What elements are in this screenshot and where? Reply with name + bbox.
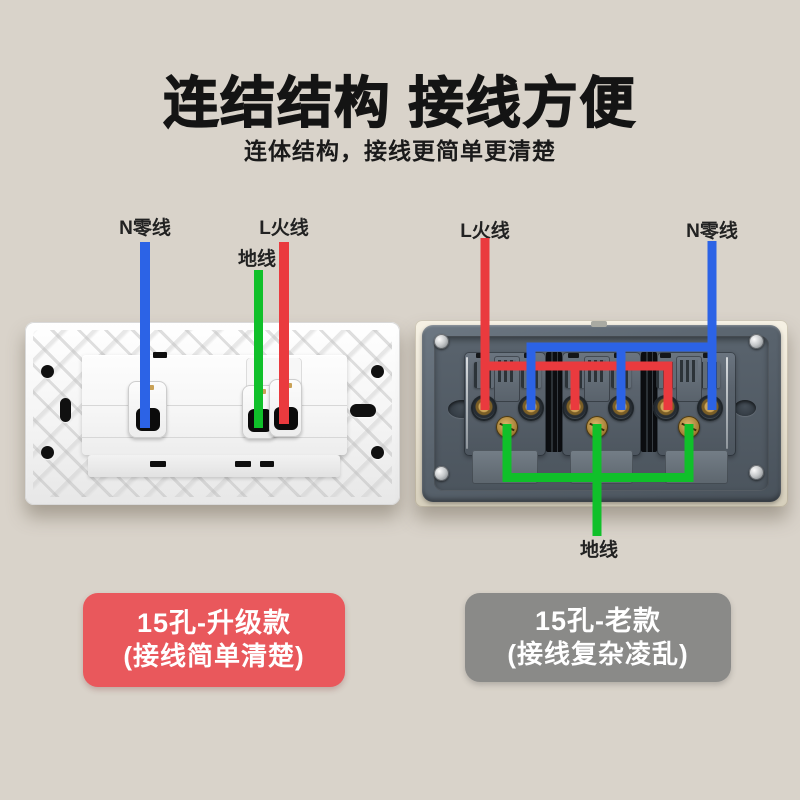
right-neutral-wire-label: N零线 <box>686 221 738 242</box>
terminal-block-foot <box>88 455 340 477</box>
neutral-terminal <box>697 395 723 421</box>
module-foot <box>570 450 633 484</box>
left-ground-wire-label: 地线 <box>237 249 277 270</box>
screw-hole <box>41 446 54 459</box>
neutral-terminal <box>608 395 634 421</box>
page-title: 连结结构 接线方便 <box>163 71 637 135</box>
badge-title: 15孔-升级款 <box>136 608 292 639</box>
screw-hole <box>371 365 384 378</box>
clip-tab <box>614 353 625 358</box>
rib-block <box>700 362 720 388</box>
badge-subtitle: (接线复杂凌乱) <box>507 638 689 669</box>
corner-screw <box>749 465 764 480</box>
seam-line <box>82 437 347 438</box>
rib-block <box>521 362 541 388</box>
live-terminal <box>653 395 679 421</box>
clip-tab <box>568 353 579 358</box>
ground-screw <box>586 416 608 438</box>
terminal-block <box>82 355 347 455</box>
seam-line <box>82 405 347 406</box>
live-terminal-post <box>269 379 302 437</box>
page-subtitle: 连体结构，接线更简单更清楚 <box>244 138 556 164</box>
ground-screw <box>678 416 700 438</box>
badge-subtitle: (接线简单清楚) <box>123 641 305 672</box>
rib-block <box>474 362 494 388</box>
left-neutral-wire-label: N零线 <box>119 218 171 239</box>
metal-strip <box>726 357 728 449</box>
clip-tab <box>660 353 671 358</box>
separator-slot <box>546 352 562 452</box>
right-ground-wire-label: 地线 <box>579 540 619 561</box>
live-terminal <box>562 395 588 421</box>
rib-block <box>565 362 585 388</box>
mount-slot <box>350 404 376 417</box>
clip-tab <box>591 321 607 327</box>
badge-title: 15孔-老款 <box>534 605 662 636</box>
live-terminal <box>471 395 497 421</box>
corner-screw <box>749 334 764 349</box>
clip-tab <box>703 353 714 358</box>
module-foot <box>665 450 728 484</box>
rib-block <box>656 362 676 388</box>
metal-strip <box>466 357 468 449</box>
neutral-terminal-post <box>128 381 167 438</box>
corner-screw <box>434 466 449 481</box>
rib-block <box>611 362 631 388</box>
mount-slot <box>734 400 756 416</box>
corner-screw <box>434 334 449 349</box>
rib-tower <box>584 356 610 402</box>
clip-tab <box>153 352 167 358</box>
clip-tab <box>150 461 166 467</box>
rib-tower <box>676 356 702 402</box>
right-live-wire-label: L火线 <box>460 221 510 242</box>
clip-tab <box>260 461 274 467</box>
clip-tab <box>476 353 487 358</box>
ground-screw <box>496 416 518 438</box>
left-live-wire-label: L火线 <box>259 218 309 239</box>
clip-tab <box>524 353 535 358</box>
clip-tab <box>235 461 251 467</box>
rib-tower <box>494 356 520 402</box>
screw-hole <box>41 365 54 378</box>
neutral-terminal <box>518 395 544 421</box>
old-model-badge: 15孔-老款 (接线复杂凌乱) <box>465 593 731 682</box>
mount-slot <box>60 398 71 422</box>
upgraded-model-badge: 15孔-升级款 (接线简单清楚) <box>83 593 345 687</box>
module-foot <box>472 450 538 484</box>
screw-hole <box>371 446 384 459</box>
